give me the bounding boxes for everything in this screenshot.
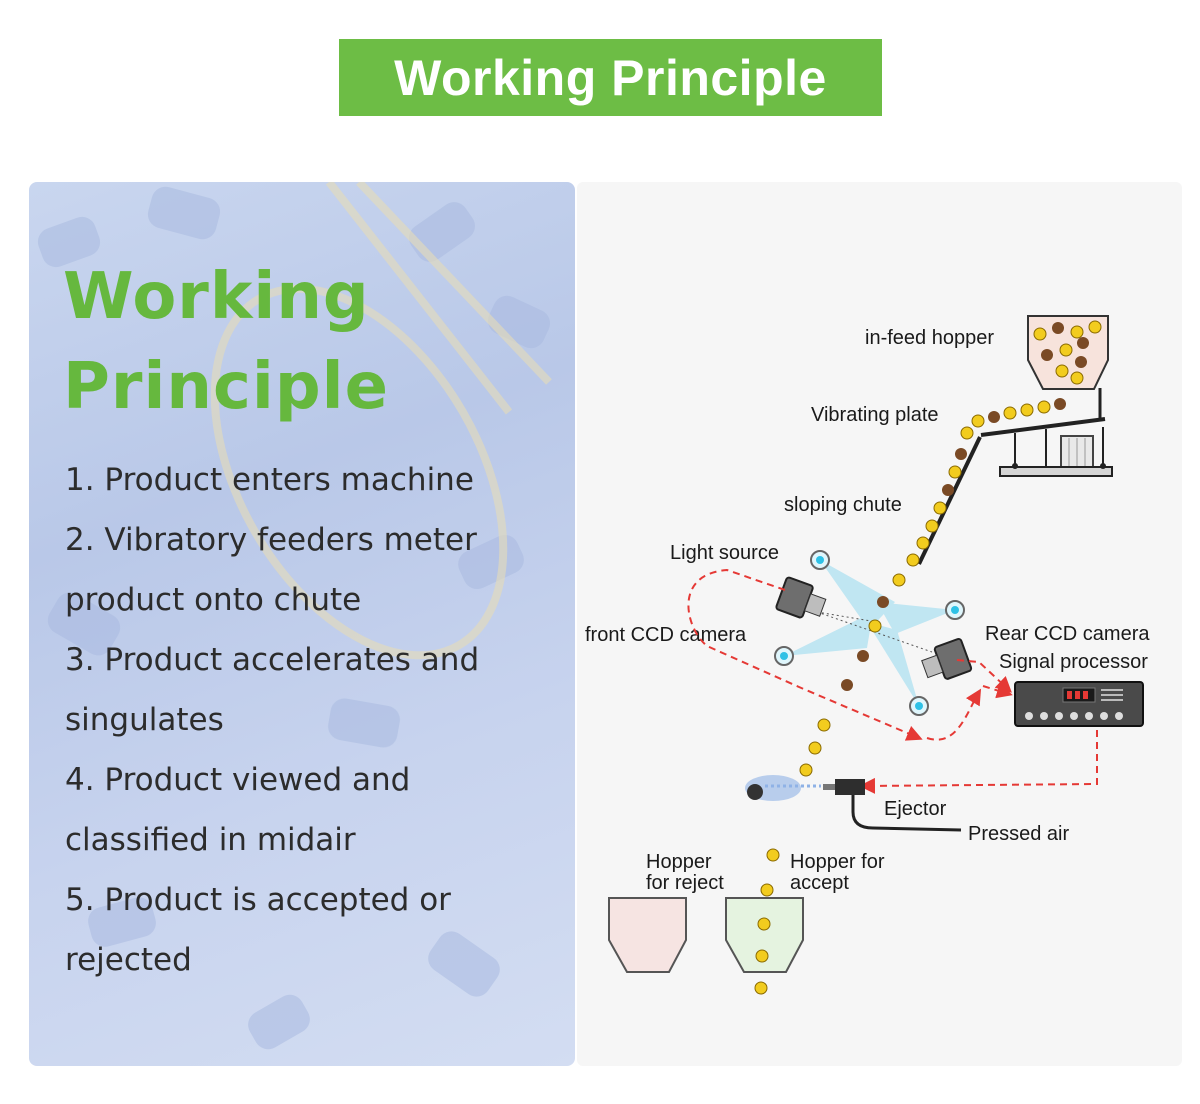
left-title-line-1: Working <box>63 260 370 334</box>
step-line: 3. Product accelerates and <box>65 642 480 678</box>
label-accept-line-2: accept <box>790 872 849 894</box>
label-reject-line-2: for reject <box>646 872 724 894</box>
light-source-group: Light source <box>670 542 965 716</box>
left-panel: Working Principle 1. Product enters mach… <box>29 182 575 1066</box>
header-banner: Working Principle <box>339 39 882 116</box>
label-pressed-air: Pressed air <box>968 823 1069 845</box>
sorter-diagram: in-feed hopper Vibrating plate sloping c… <box>585 315 1150 995</box>
left-title: Working Principle <box>63 252 389 432</box>
banner-title: Working Principle <box>394 49 827 106</box>
signal-lines <box>687 568 1098 794</box>
rear-ccd-camera <box>921 637 973 680</box>
product-stream-accept <box>754 848 780 995</box>
reject-hopper: Hopper for reject <box>608 851 724 973</box>
label-infeed-hopper: in-feed hopper <box>865 327 994 349</box>
sloping-chute: sloping chute <box>784 436 982 565</box>
light-beams <box>784 560 955 706</box>
step-line: 5. Product is accepted or <box>65 882 451 918</box>
front-ccd-camera <box>775 576 827 619</box>
label-reject-line-1: Hopper <box>646 851 712 873</box>
step-line: 4. Product viewed and <box>65 762 411 798</box>
ejector-nozzle: Ejector Pressed air <box>745 775 1069 845</box>
product-stream-midair <box>799 596 889 777</box>
left-title-line-2: Principle <box>63 350 389 424</box>
label-vibrating-plate: Vibrating plate <box>811 404 939 426</box>
label-signal-processor: Signal processor <box>999 651 1148 673</box>
label-rear-camera: Rear CCD camera <box>985 623 1150 645</box>
label-front-camera: front CCD camera <box>585 624 747 646</box>
step-line: rejected <box>65 942 192 978</box>
vibrating-plate: Vibrating plate <box>811 388 1113 477</box>
infeed-hopper: in-feed hopper <box>865 315 1109 390</box>
step-line: product onto chute <box>65 582 362 618</box>
step-line: singulates <box>65 702 224 738</box>
diagram-panel: in-feed hopper Vibrating plate sloping c… <box>577 182 1182 1066</box>
step-line: classified in midair <box>65 822 356 858</box>
step-line: 2. Vibratory feeders meter <box>65 522 477 558</box>
accept-hopper: Hopper for accept <box>725 851 885 973</box>
product-stream-upper <box>892 398 1066 587</box>
label-accept-line-1: Hopper for <box>790 851 885 873</box>
pellet-background <box>37 182 552 1050</box>
steps-list: 1. Product enters machine 2. Vibratory f… <box>65 450 565 990</box>
signal-processor-box <box>1014 681 1144 727</box>
hopper-products <box>1033 320 1102 385</box>
label-light-source: Light source <box>670 542 779 564</box>
label-ejector: Ejector <box>884 798 947 820</box>
step-line: 1. Product enters machine <box>65 462 474 498</box>
label-sloping-chute: sloping chute <box>784 494 902 516</box>
